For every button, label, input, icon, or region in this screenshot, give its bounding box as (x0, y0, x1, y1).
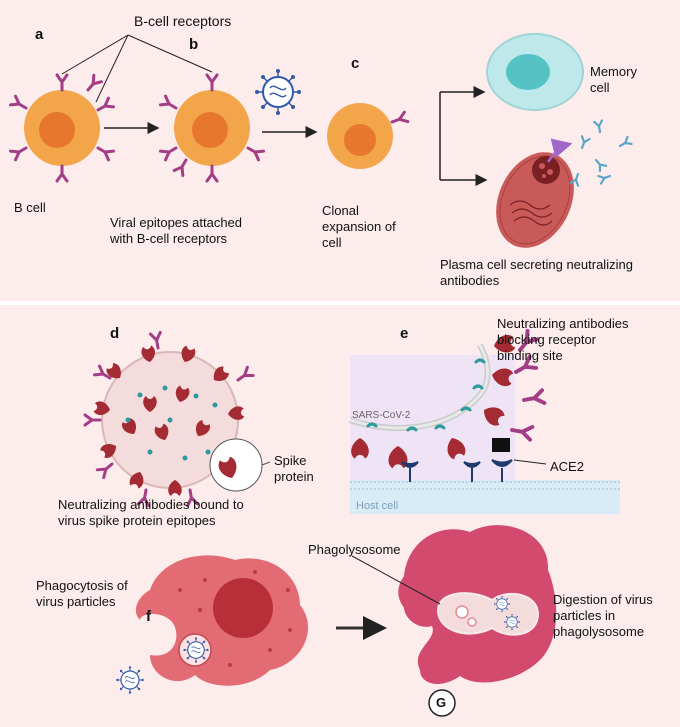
receptor-pointer-lines (61, 34, 213, 103)
host-cell-panel (349, 328, 620, 514)
digestion-caption: Digestion of virus particles in phagolys… (553, 592, 653, 639)
letter-a: a (35, 26, 44, 43)
macrophage-g (398, 525, 557, 684)
virus-engulfed (182, 636, 210, 664)
letter-c: c (351, 55, 360, 72)
memory-cell-label: Memory cell (590, 64, 637, 95)
spike-protein-label: Spike protein (274, 453, 314, 484)
b-cell-a (9, 73, 115, 183)
sars-cov-2-label: SARS-CoV-2 (352, 410, 411, 421)
secretion-arrow (546, 138, 573, 163)
phagolysosome-pointer (351, 555, 441, 605)
macrophage-f (135, 555, 309, 686)
b-cell-c (327, 103, 410, 169)
b-cell-b (159, 73, 265, 183)
plasma-cell-caption: Plasma cell secreting neutralizing antib… (440, 257, 633, 288)
ace2-label: ACE2 (550, 459, 584, 474)
neutralizing-blocking-title: Neutralizing antibodies blocking recepto… (497, 316, 629, 363)
b-cell-label: B cell (14, 200, 46, 215)
badge-g-label: G (436, 695, 447, 710)
branch-arrows (439, 86, 488, 186)
badge-g (428, 689, 456, 717)
spike-zoom (209, 438, 271, 492)
phagolysosome-label: Phagolysosome (308, 542, 401, 557)
neutralizing-bound-caption: Neutralizing antibodies bound to virus s… (58, 497, 244, 528)
clonal-expansion-caption: Clonal expansion of cell (322, 203, 396, 250)
phagocytosis-caption: Phagocytosis of virus particles (36, 578, 128, 609)
letter-f: f (146, 608, 151, 625)
viral-epitopes-caption: Viral epitopes attached with B-cell rece… (110, 215, 243, 246)
virus-digest-2 (503, 613, 521, 631)
letter-d: d (110, 325, 120, 342)
virus-b (254, 68, 302, 116)
virus-digest-1 (493, 595, 511, 613)
memory-cell (486, 33, 584, 111)
b-cell-receptors-label: B-cell receptors (134, 13, 232, 29)
virus-free (115, 665, 145, 695)
plasma-cell (496, 152, 574, 248)
letter-e: e (400, 325, 409, 342)
host-cell-label: Host cell (356, 500, 399, 512)
virus-with-antibodies (83, 330, 255, 508)
letter-b: b (189, 36, 199, 53)
